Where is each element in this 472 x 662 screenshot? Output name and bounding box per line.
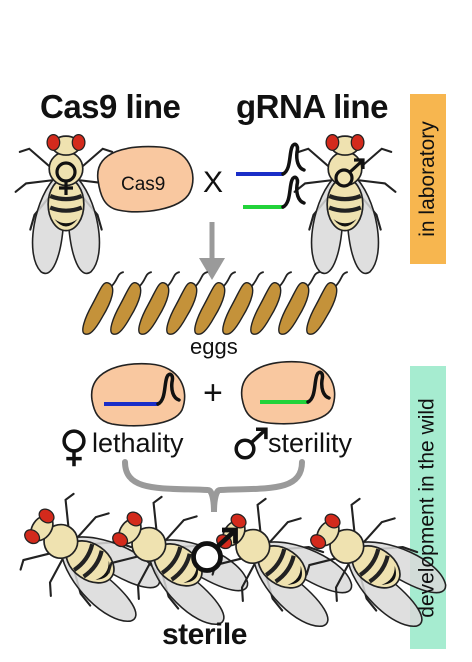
male-fly-icon [295, 135, 396, 274]
female-fly-icon [16, 135, 117, 274]
egg-icon [303, 264, 349, 340]
female-symbol-lethality-icon [62, 429, 86, 469]
lethality-label: lethality [92, 428, 184, 458]
wild-label-box: development in the wild [410, 366, 446, 649]
grna-blue-icon [236, 142, 306, 176]
wild-box [410, 366, 446, 649]
sterility-label: sterility [268, 428, 353, 458]
male-symbol-large-icon [191, 527, 238, 573]
cas9-protein-icon [97, 145, 194, 213]
cross-symbol: X [203, 166, 224, 199]
eggs-label: eggs [190, 334, 238, 359]
cas9-grna-blue-complex-icon [90, 362, 186, 427]
plus-symbol: + [203, 374, 223, 412]
sterile-label: sterile [162, 618, 247, 651]
laboratory-label-box: in laboratory [410, 94, 446, 264]
wild-label: development in the wild [416, 397, 439, 618]
cas9-line-title: Cas9 line [40, 88, 181, 125]
brace-icon [122, 459, 305, 513]
grna-green-icon [243, 175, 306, 209]
laboratory-label: in laboratory [416, 121, 439, 237]
cas9-protein-label: Cas9 [121, 174, 166, 195]
male-symbol-sterility-icon [234, 427, 268, 460]
down-arrow-icon [199, 222, 225, 280]
grna-line-title: gRNA line [236, 88, 388, 125]
cas9-grna-green-complex-icon [240, 360, 336, 425]
laboratory-box [410, 94, 446, 264]
